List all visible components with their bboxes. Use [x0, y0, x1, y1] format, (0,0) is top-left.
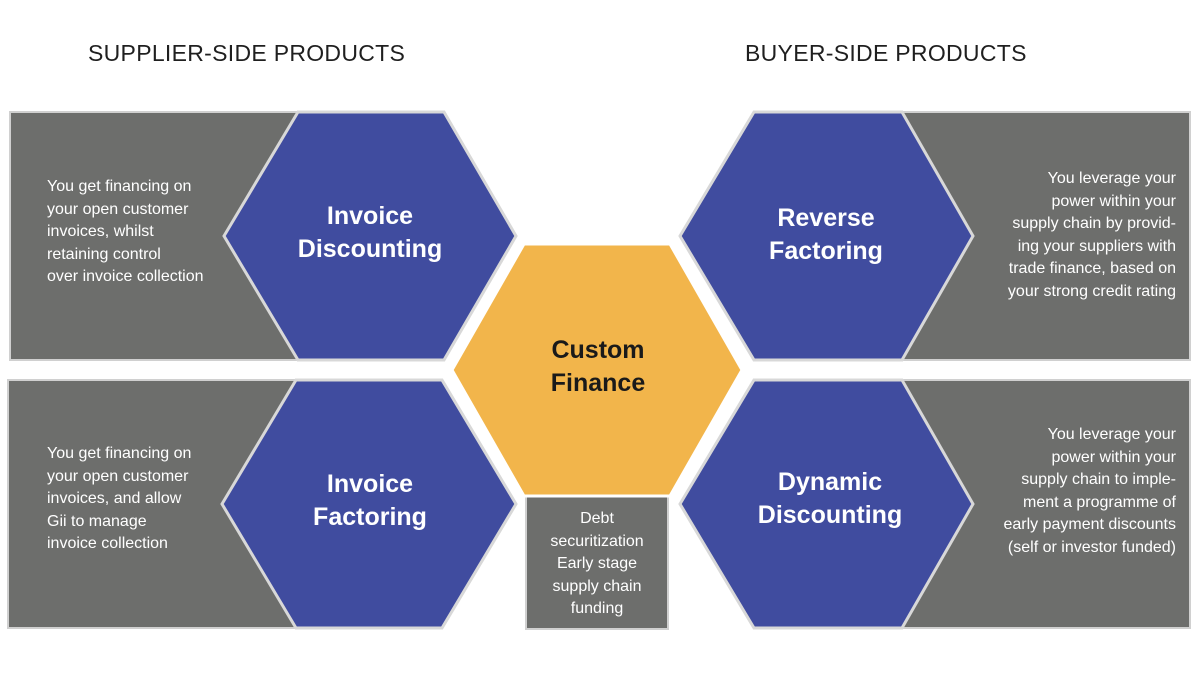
- invoice-discounting-description: You get financing on your open customer …: [47, 178, 204, 285]
- invoice-factoring-hexagon: [220, 378, 518, 630]
- dynamic-discounting-hexagon: [678, 378, 975, 630]
- custom-finance-title: Custom Finance: [550, 336, 646, 397]
- dynamic-discounting-title: Dynamic Discounting: [757, 468, 903, 529]
- buyer-side-heading: BUYER-SIDE PRODUCTS: [745, 40, 1027, 66]
- reverse-factoring-description: You leverage your power within your supp…: [1007, 170, 1176, 300]
- supplier-side-heading: SUPPLIER-SIDE PRODUCTS: [88, 40, 406, 66]
- invoice-discounting-title: Invoice Discounting: [297, 202, 443, 263]
- reverse-factoring-title: Reverse Factoring: [769, 204, 883, 265]
- dynamic-discounting-description: You leverage your power within your supp…: [1003, 426, 1176, 556]
- custom-finance-note-box: [525, 495, 669, 630]
- invoice-factoring-title: Invoice Factoring: [313, 470, 427, 531]
- custom-finance-note: Debt securitization Early stage supply c…: [550, 510, 644, 617]
- custom-finance-hexagon: [450, 242, 744, 498]
- invoice-discounting-hexagon: [222, 110, 518, 362]
- reverse-factoring-hexagon: [678, 110, 975, 362]
- invoice-factoring-description: You get financing on your open customer …: [47, 445, 192, 552]
